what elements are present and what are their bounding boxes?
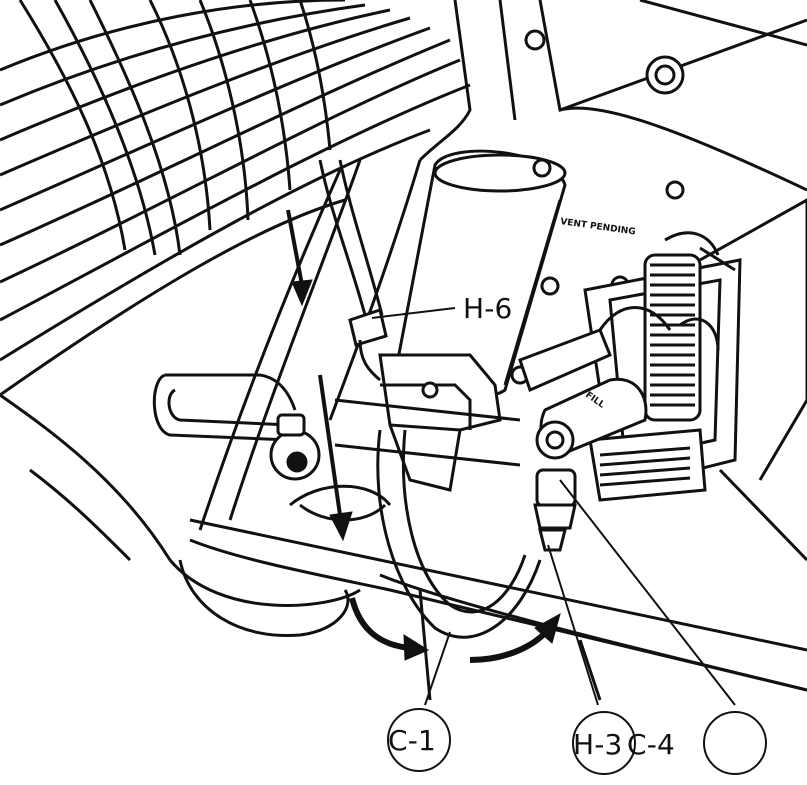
hose-c1 xyxy=(376,429,542,639)
label-c1: C-1 xyxy=(388,724,436,757)
hose-h6 xyxy=(318,159,388,382)
valve-lever xyxy=(518,328,648,552)
flow-arrows xyxy=(286,209,561,663)
machine-housing xyxy=(0,0,807,701)
lower-dome xyxy=(178,559,350,638)
hose-left-loop xyxy=(152,373,297,442)
small-valve xyxy=(269,413,321,481)
pump-assembly xyxy=(583,231,742,502)
filter-canister xyxy=(393,149,567,399)
label-c4: C-4 xyxy=(627,728,675,761)
connector-block xyxy=(378,353,502,492)
label-blank-circle xyxy=(703,711,767,775)
hose-bundle xyxy=(0,0,471,397)
label-h3-circle xyxy=(572,711,636,775)
label-h6: H-6 xyxy=(463,292,513,325)
label-h3: H-3 xyxy=(573,728,623,761)
leader-lines xyxy=(371,307,736,706)
label-c1-circle xyxy=(387,708,451,772)
